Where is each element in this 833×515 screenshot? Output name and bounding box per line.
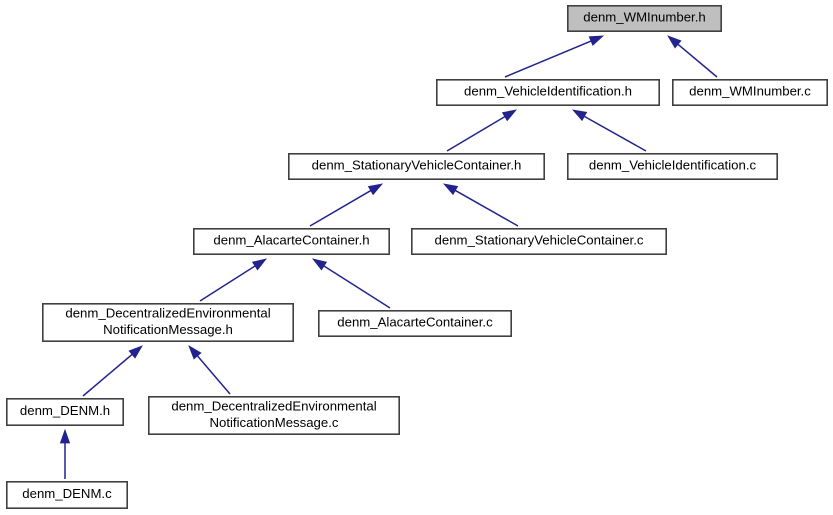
dependency-edge <box>188 345 231 395</box>
dependency-edge <box>442 183 519 227</box>
node-label: denm_AlacarteContainer.h <box>213 233 369 248</box>
graph-node-wminumber-c[interactable]: denm_WMInumber.c <box>671 79 828 107</box>
node-label: denm_AlacarteContainer.c <box>337 315 493 330</box>
node-label: denm_DENM.h <box>20 403 110 418</box>
node-label: denm_WMInumber.c <box>689 84 811 99</box>
dependency-edge <box>446 109 518 152</box>
node-label: denm_VehicleIdentification.h <box>464 84 632 99</box>
node-label: denm_DENM.c <box>22 486 112 501</box>
dependency-edge <box>571 109 647 152</box>
edge-layer <box>59 35 718 479</box>
node-layer: denm_WMInumber.h denm_VehicleIdentificati… <box>6 5 828 509</box>
graph-node-alacartecontainer-h[interactable]: denm_AlacarteContainer.h <box>193 228 390 256</box>
graph-node-vehicleidentification-h[interactable]: denm_VehicleIdentification.h <box>435 79 660 107</box>
dependency-edge <box>199 258 268 302</box>
dependency-edge <box>82 345 143 397</box>
graph-node-stationaryvehiclecontainer-c[interactable]: denm_StationaryVehicleContainer.c <box>410 228 667 256</box>
node-label: denm_WMInumber.h <box>583 10 705 25</box>
graph-node-denm-dot-c[interactable]: denm_DENM.c <box>6 480 129 509</box>
dependency-edge <box>311 258 391 309</box>
graph-node-wminumber-h[interactable]: denm_WMInumber.h <box>566 5 722 32</box>
dependency-edge <box>309 183 384 227</box>
graph-node-vehicleidentification-c[interactable]: denm_VehicleIdentification.c <box>566 153 778 181</box>
graph-node-alacartecontainer-c[interactable]: denm_AlacarteContainer.c <box>317 309 512 337</box>
dependency-edge <box>504 35 605 78</box>
dependency-edge <box>59 428 71 479</box>
node-label: denm_StationaryVehicleContainer.c <box>435 233 644 248</box>
graph-node-stationaryvehiclecontainer-h[interactable]: denm_StationaryVehicleContainer.h <box>287 153 545 181</box>
node-label: denm_VehicleIdentification.c <box>589 158 757 173</box>
dependency-edge <box>667 35 718 78</box>
graph-node-denm-dot-h[interactable]: denm_DENM.h <box>6 397 125 426</box>
node-label: denm_StationaryVehicleContainer.h <box>312 158 522 173</box>
